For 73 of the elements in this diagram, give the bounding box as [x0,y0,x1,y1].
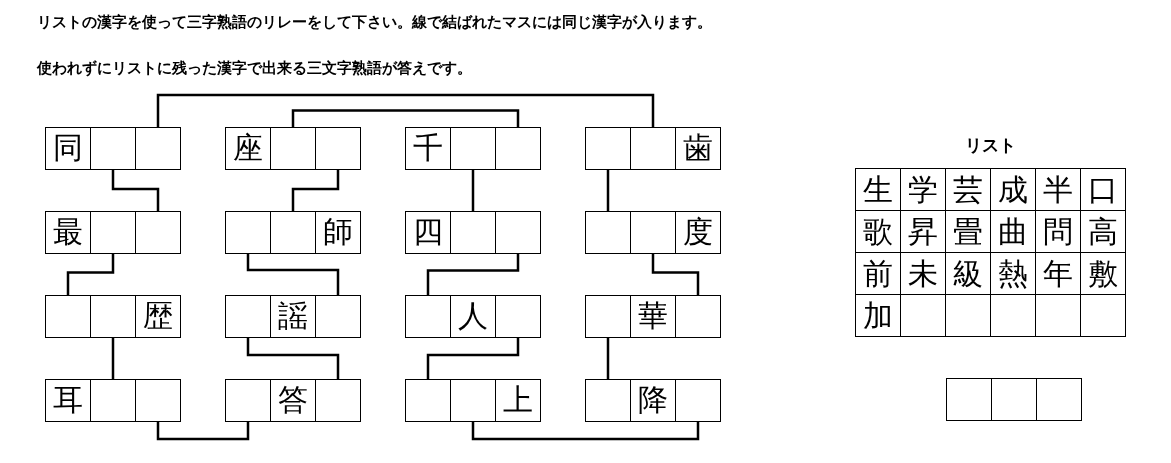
answer-square [585,378,631,422]
answer-square [225,210,271,254]
list-heading: リスト [965,134,1016,156]
connector-line [246,252,340,296]
answer-box [945,378,992,421]
answer-square [495,210,541,254]
kanji-square: 千 [405,126,451,170]
answer-square [45,294,91,338]
answer-square [405,294,451,338]
kanji-square: 人 [450,294,496,338]
answer-square [270,210,316,254]
kanji-square: 歯 [675,126,721,170]
connector-line [291,109,520,128]
kanji-square: 上 [495,378,541,422]
kanji-cell: 加 [855,294,901,337]
kanji-square: 座 [225,126,271,170]
instruction-text: 使われずにリストに残った漢字で出来る三文字熟語が答えです。 [37,59,472,77]
kanji-square: 降 [630,378,676,422]
answer-square [585,294,631,338]
connector-line [606,336,610,380]
answer-square [225,378,271,422]
kanji-square: 歴 [135,294,181,338]
kanji-square: 師 [315,210,361,254]
kanji-square: 最 [45,210,91,254]
kanji-square: 度 [675,210,721,254]
kanji-square: 耳 [45,378,91,422]
answer-square [450,126,496,170]
instruction-text: リストの漢字を使って三字熟語のリレーをして下さい。線で結ばれたマスには同じ漢字が入ります。 [37,13,712,31]
kanji-square: 四 [405,210,451,254]
answer-square [90,294,136,338]
connector-line [606,168,610,212]
connector-line [246,336,340,380]
connector-line [156,420,250,441]
connector-line [156,93,655,128]
answer-square [135,210,181,254]
answer-square [450,378,496,422]
answer-square [630,210,676,254]
answer-square [90,210,136,254]
answer-square [495,126,541,170]
answer-box [1035,378,1082,421]
connector-line [651,252,700,296]
answer-square [270,126,316,170]
answer-square [585,126,631,170]
answer-square [135,126,181,170]
answer-square [585,210,631,254]
answer-box [990,378,1037,421]
answer-square [315,378,361,422]
connector-line [111,168,160,212]
answer-square [315,126,361,170]
kanji-square: 答 [270,378,316,422]
answer-square [135,378,181,422]
connector-line [111,336,115,380]
connector-line [471,420,700,441]
kanji-cell: 口 [1080,168,1126,211]
answer-square [675,294,721,338]
kanji-square: 同 [45,126,91,170]
answer-square [225,294,271,338]
kanji-square: 謡 [270,294,316,338]
connector-line [66,252,115,296]
answer-square [90,378,136,422]
connector-line [426,252,520,296]
connector-line [471,168,475,212]
answer-square [450,210,496,254]
answer-square [90,126,136,170]
kanji-cell: 生 [855,168,901,211]
answer-square [630,126,676,170]
answer-square [405,378,451,422]
answer-square [675,378,721,422]
answer-square [315,294,361,338]
connector-line [291,168,340,212]
kanji-square: 華 [630,294,676,338]
answer-square [495,294,541,338]
connector-line [426,336,520,380]
